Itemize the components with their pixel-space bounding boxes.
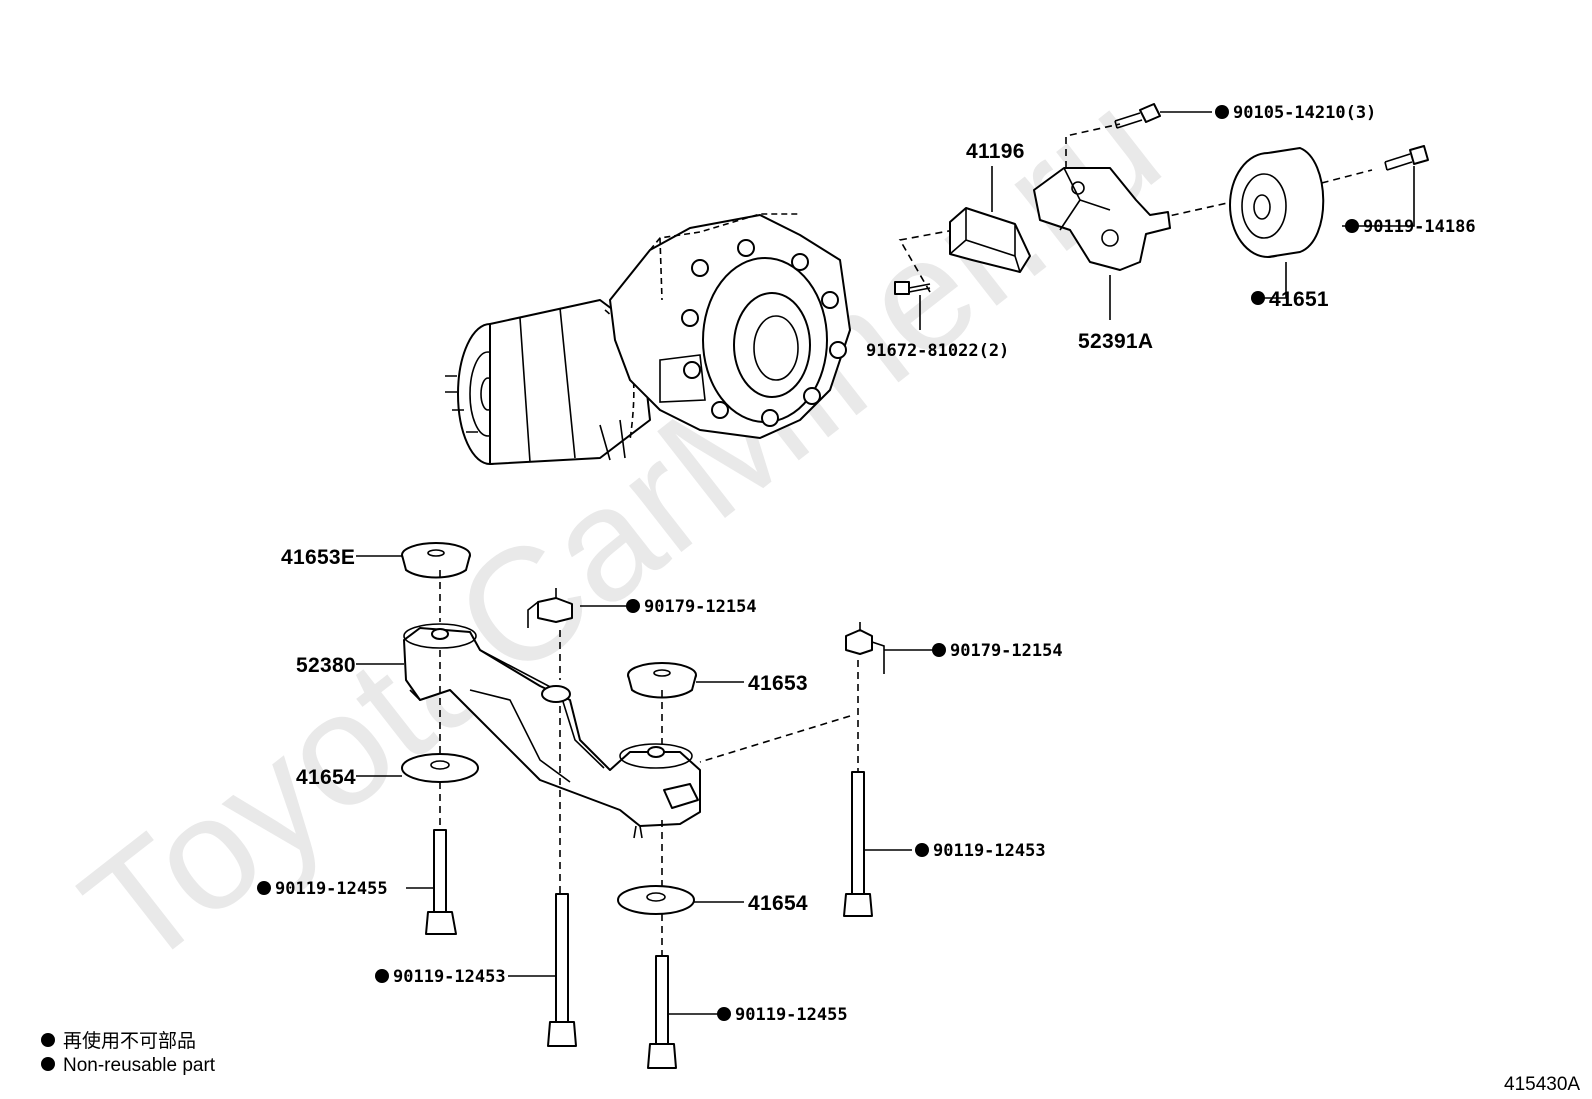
non-reusable-dot bbox=[1215, 105, 1229, 119]
bracket-90179-right bbox=[845, 622, 885, 674]
non-reusable-dot bbox=[717, 1007, 731, 1021]
non-reusable-dot bbox=[626, 599, 640, 613]
bolt-90119-12455-right bbox=[647, 955, 677, 1069]
callout-90105-14210: 90105-14210(3) bbox=[1233, 103, 1376, 123]
bolt-90119-12453-right bbox=[843, 771, 873, 917]
non-reusable-dot bbox=[1345, 219, 1359, 233]
callout-41653E: 41653E bbox=[281, 546, 355, 569]
cushion-41653 bbox=[627, 662, 697, 699]
callout-52391A: 52391A bbox=[1078, 330, 1153, 353]
non-reusable-dot bbox=[375, 969, 389, 983]
callout-90119-12455-right: 90119-12455 bbox=[735, 1005, 848, 1025]
callout-90119-12455-left: 90119-12455 bbox=[275, 879, 388, 899]
callout-41653: 41653 bbox=[748, 672, 808, 695]
callout-41651: 41651 bbox=[1269, 288, 1329, 311]
callout-90119-14186: 90119-14186 bbox=[1363, 217, 1476, 237]
non-reusable-dot bbox=[1251, 291, 1265, 305]
bolt-91672 bbox=[894, 281, 931, 295]
bolt-90119-12453-left bbox=[547, 893, 577, 1047]
legend-jp: 再使用不可部品 bbox=[63, 1030, 196, 1052]
bolt-90119-14186 bbox=[1384, 145, 1429, 171]
bushing-41651 bbox=[1229, 147, 1325, 258]
bracket-90179-left bbox=[527, 588, 573, 628]
callout-41654-left: 41654 bbox=[296, 766, 356, 789]
legend-dot-jp bbox=[41, 1033, 55, 1047]
bolt-90119-12455-left bbox=[425, 829, 457, 935]
callout-91672-81022: 91672-81022(2) bbox=[866, 341, 1009, 361]
non-reusable-dot bbox=[932, 643, 946, 657]
washer-41654-left bbox=[401, 753, 479, 783]
cushion-41653E bbox=[401, 542, 471, 579]
washer-41654-right bbox=[617, 885, 695, 915]
figure-id: 415430A bbox=[1504, 1074, 1580, 1095]
bolt-90105 bbox=[1114, 103, 1161, 129]
callout-41196: 41196 bbox=[966, 140, 1025, 163]
member-52380 bbox=[403, 623, 701, 839]
callout-90179-12154-right: 90179-12154 bbox=[950, 641, 1063, 661]
non-reusable-dot bbox=[915, 843, 929, 857]
callout-90119-12453-right: 90119-12453 bbox=[933, 841, 1046, 861]
callout-90179-12154-left: 90179-12154 bbox=[644, 597, 757, 617]
non-reusable-dot bbox=[257, 881, 271, 895]
bracket-52391A bbox=[1033, 167, 1171, 271]
callout-90119-12453-left: 90119-12453 bbox=[393, 967, 506, 987]
legend-dot-en bbox=[41, 1057, 55, 1071]
differential-assembly bbox=[445, 213, 851, 465]
callout-41654-right: 41654 bbox=[748, 892, 808, 915]
part-41196 bbox=[949, 207, 1031, 273]
callout-52380: 52380 bbox=[296, 654, 356, 677]
legend-en: Non-reusable part bbox=[63, 1055, 216, 1076]
